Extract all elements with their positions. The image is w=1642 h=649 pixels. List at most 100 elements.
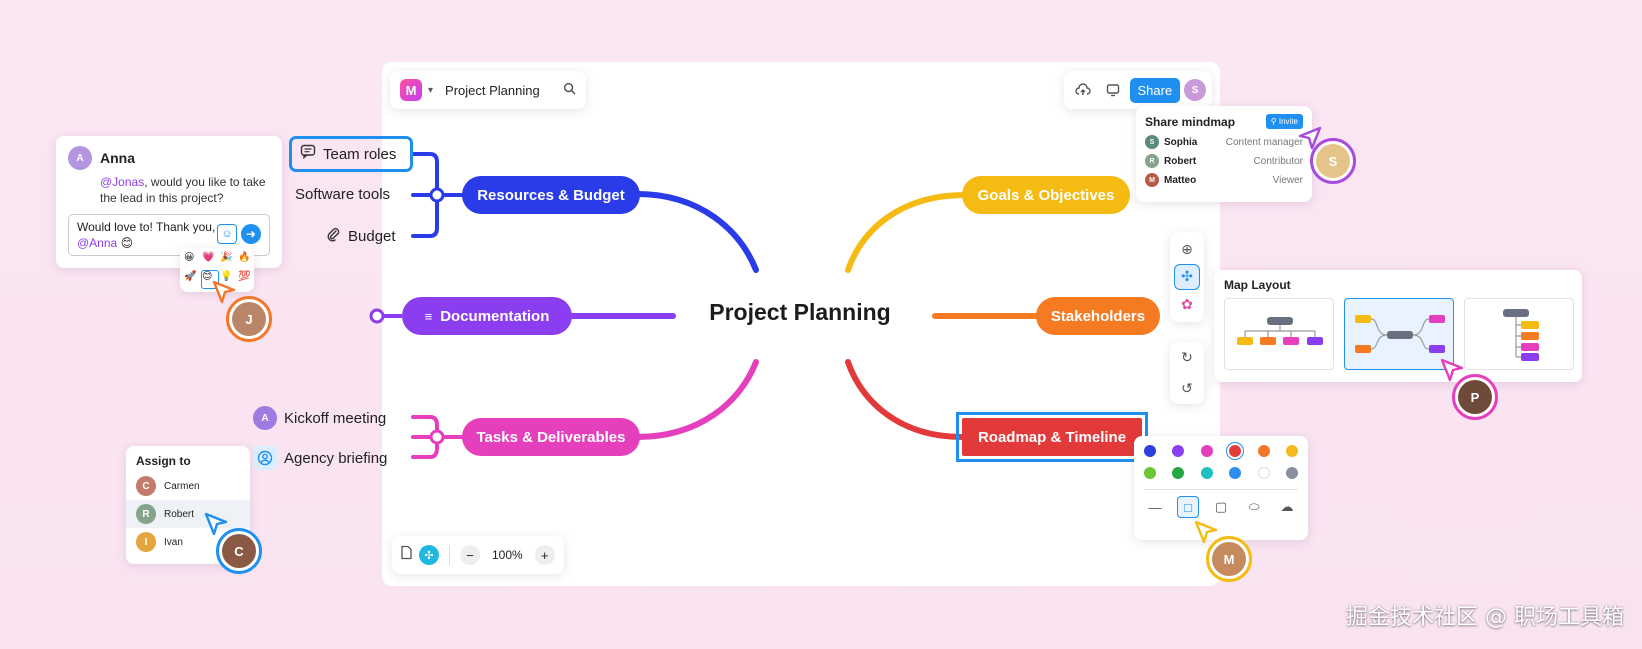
leaf-software-tools[interactable]: Software tools — [295, 186, 391, 203]
mindmap-icon[interactable]: ✣ — [419, 545, 439, 565]
cursor-icon — [1194, 520, 1218, 544]
reply-input[interactable]: Would love to! Thank you, @Anna 😊 ☺ ➜ — [68, 214, 270, 256]
shape-cloud-icon[interactable]: ☁ — [1280, 499, 1294, 514]
emoji-option[interactable]: 😀 — [184, 252, 195, 263]
color-swatch-teal[interactable] — [1200, 467, 1213, 479]
assign-title: Assign to — [136, 454, 191, 468]
emoji-option[interactable]: 💗 — [202, 252, 215, 263]
branch-tasks[interactable]: Tasks & Deliverables — [462, 418, 640, 456]
color-swatch-green[interactable] — [1172, 467, 1185, 479]
invite-button[interactable]: ⚲ Invite — [1265, 114, 1303, 129]
sophia-avatar: S — [1145, 135, 1159, 149]
palette-icon[interactable]: ✿ — [1181, 295, 1193, 312]
leaf-budget[interactable]: Budget — [326, 227, 396, 246]
layout-option-tree[interactable] — [1464, 298, 1574, 370]
leaf-kickoff[interactable]: A Kickoff meeting — [253, 406, 386, 430]
color-row-2 — [1144, 467, 1298, 479]
central-topic[interactable]: Project Planning — [709, 299, 891, 325]
share-person-role[interactable]: Viewer — [1272, 174, 1303, 186]
undo-icon[interactable]: ↺ — [1181, 380, 1193, 396]
share-person-role[interactable]: Contributor — [1253, 155, 1303, 167]
contact-icon — [253, 446, 277, 470]
cursor-icon — [1440, 358, 1464, 382]
chevron-down-icon[interactable]: ▾ — [428, 84, 434, 96]
matteo-avatar: M — [1145, 173, 1159, 187]
emoji-picker-icon[interactable]: ☺ — [217, 224, 237, 244]
shape-none-icon[interactable]: — — [1148, 499, 1162, 515]
doc-title[interactable]: Project Planning — [445, 82, 540, 98]
redo-icon[interactable]: ↻ — [1181, 349, 1193, 365]
assign-name: Ivan — [164, 536, 183, 548]
color-swatch-orange[interactable] — [1257, 445, 1270, 457]
page-icon[interactable] — [400, 545, 413, 565]
assign-option[interactable]: I Ivan — [126, 528, 250, 556]
emoji-option[interactable]: 💯 — [238, 271, 251, 282]
color-swatch-pink[interactable] — [1200, 445, 1213, 457]
branch-resources[interactable]: Resources & Budget — [462, 176, 640, 214]
kickoff-avatar: A — [253, 406, 277, 430]
send-icon[interactable]: ➜ — [241, 224, 261, 244]
collaborator-avatar-pink: P — [1452, 374, 1498, 420]
assign-name: Robert — [164, 508, 195, 520]
emoji-option[interactable]: 💡 — [220, 271, 233, 282]
collaborator-avatar-yellow: M — [1206, 536, 1252, 582]
color-swatch-red-selected[interactable] — [1229, 445, 1242, 457]
reply-mention: @Anna — [77, 236, 118, 250]
leaf-agency[interactable]: Agency briefing — [253, 446, 387, 470]
emoji-option[interactable]: 🎉 — [220, 252, 233, 263]
share-person-role[interactable]: Content manager — [1225, 136, 1303, 148]
assign-option-hover[interactable]: R Robert — [126, 500, 250, 528]
side-toolbar-bottom: ↻ ↺ — [1170, 342, 1204, 404]
color-swatch-purple[interactable] — [1172, 445, 1185, 457]
layout-icon[interactable]: ✣ — [1174, 263, 1200, 290]
color-swatch-gray[interactable] — [1285, 467, 1298, 479]
comment-card: A Anna @Jonas, would you like to take th… — [56, 136, 282, 268]
emoji-option[interactable]: 🚀 — [184, 271, 197, 282]
share-person-name: Matteo — [1164, 174, 1197, 186]
shape-pill-icon[interactable]: ⬭ — [1248, 499, 1260, 514]
color-swatch-blue[interactable] — [1144, 445, 1156, 457]
emoji-option[interactable]: 🔥 — [238, 252, 251, 263]
cloud-upload-icon[interactable] — [1070, 77, 1096, 103]
color-swatch-sky[interactable] — [1229, 467, 1242, 479]
divider — [449, 545, 450, 565]
share-person-name: Robert — [1164, 155, 1197, 167]
branch-stakeholders[interactable]: Stakeholders — [1036, 297, 1160, 335]
add-node-icon[interactable]: ⊕ — [1181, 241, 1193, 258]
paperclip-icon — [326, 227, 341, 246]
share-person[interactable]: S Sophia Content manager — [1145, 135, 1303, 149]
layout-option-mindmap-selected[interactable] — [1344, 298, 1454, 370]
emoji-option-selected[interactable]: 😊 — [201, 270, 219, 289]
user-avatar[interactable]: S — [1184, 79, 1206, 101]
share-button[interactable]: Share — [1129, 77, 1181, 103]
share-person[interactable]: M Matteo Viewer — [1145, 173, 1303, 187]
layout-option-org-chart[interactable] — [1224, 298, 1334, 370]
app-logo[interactable]: M — [400, 79, 422, 101]
doc-toolbar: M ▾ Project Planning — [390, 71, 586, 109]
zoom-in-button[interactable]: + — [534, 545, 555, 565]
branch-documentation[interactable]: ≡ Documentation — [402, 297, 572, 335]
map-layout-title: Map Layout — [1224, 278, 1291, 292]
branch-roadmap-selection[interactable]: Roadmap & Timeline — [956, 412, 1148, 462]
branch-roadmap: Roadmap & Timeline — [962, 418, 1142, 456]
zoom-level: 100% — [492, 548, 523, 562]
present-icon[interactable] — [1100, 77, 1126, 103]
shape-square-icon[interactable]: □ — [1177, 496, 1199, 518]
comment-mention[interactable]: @Jonas — [100, 175, 145, 189]
color-swatch-white[interactable] — [1257, 467, 1270, 479]
branch-goals[interactable]: Goals & Objectives — [962, 176, 1130, 214]
style-picker: — □ ▢ ⬭ ☁ — [1134, 436, 1308, 540]
color-swatch-lime[interactable] — [1144, 467, 1156, 479]
share-panel: Share mindmap ⚲ Invite S Sophia Content … — [1136, 106, 1312, 202]
color-swatch-yellow[interactable] — [1285, 445, 1298, 457]
share-person[interactable]: R Robert Contributor — [1145, 154, 1303, 168]
search-icon[interactable] — [563, 82, 576, 98]
zoom-out-button[interactable]: − — [460, 545, 480, 565]
color-row-1 — [1144, 445, 1298, 457]
shape-rounded-icon[interactable]: ▢ — [1214, 499, 1228, 514]
leaf-team-roles-box[interactable]: Team roles — [289, 136, 413, 172]
reply-text: Would love to! Thank you, — [77, 220, 216, 234]
leaf-team-roles: Team roles — [323, 145, 397, 163]
watermark: 掘金技术社区 @ 职场工具箱 — [1346, 605, 1624, 630]
assign-option[interactable]: C Carmen — [126, 472, 250, 500]
